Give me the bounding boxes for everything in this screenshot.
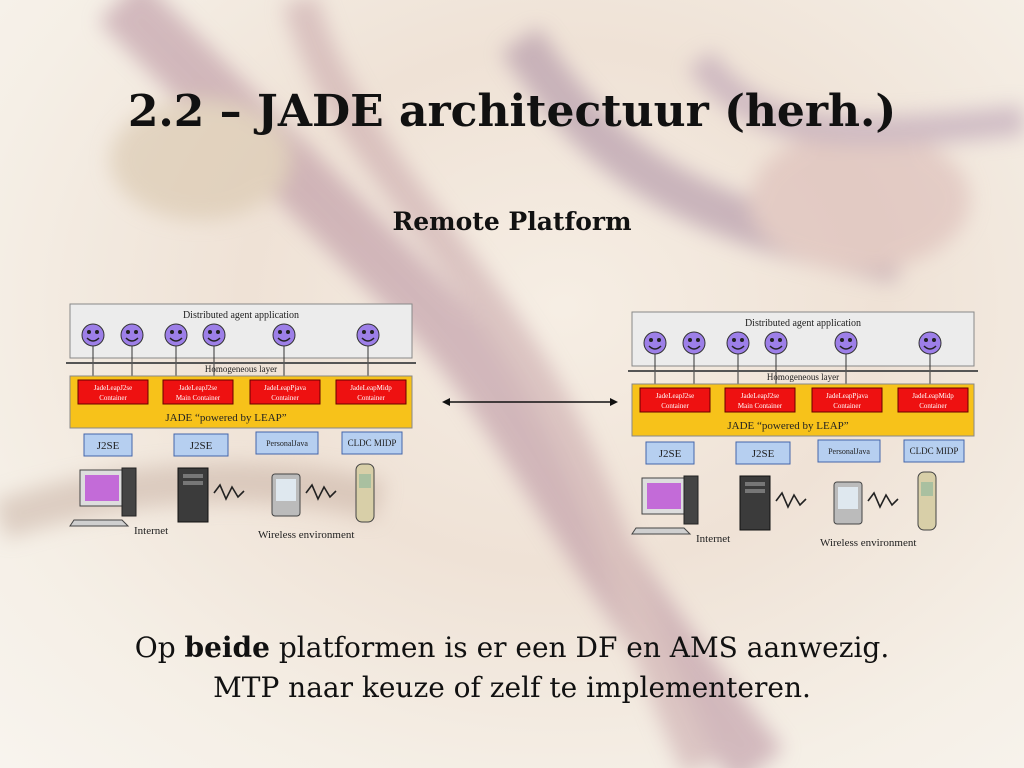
container-box (249, 379, 321, 405)
runtime-box (341, 431, 403, 455)
runtime-box (817, 439, 881, 463)
agent-smiley-icon (164, 323, 188, 376)
container-label-4b: Container (357, 394, 385, 402)
container-label-2a: JadeLeapJ2se (741, 392, 779, 400)
layer-label: Homogeneous layer (767, 372, 839, 382)
container-label-2b: Main Container (176, 394, 221, 402)
agent-smiley-icon (834, 331, 858, 384)
container-label-2a: JadeLeapJ2se (179, 384, 217, 392)
internet-label: Internet (134, 525, 168, 537)
caption-line-2: MTP naar keuze of zelf te implementeren. (213, 671, 811, 704)
jade-label: JADE “powered by LEAP” (165, 412, 286, 424)
desktop-computer-icon (69, 467, 137, 527)
caption-prefix: Op (134, 631, 185, 664)
app-label: Distributed agent application (183, 310, 299, 321)
runtime-label: PersonalJava (828, 447, 870, 456)
wireless-label: Wireless environment (258, 529, 354, 541)
container-label-1a: JadeLeapJ2se (94, 384, 132, 392)
agent-smiley-icon (643, 331, 667, 384)
container-label-1a: JadeLeapJ2se (656, 392, 694, 400)
wireless-link-icon (213, 483, 245, 501)
container-label-4a: JadeLeapMidp (912, 392, 954, 400)
container-box (897, 387, 969, 413)
container-box (77, 379, 149, 405)
runtime-box (83, 433, 133, 457)
container-label-4b: Container (919, 402, 947, 410)
container-label-2b: Main Container (738, 402, 783, 410)
runtime-label: J2SE (97, 440, 120, 452)
runtime-box (173, 433, 229, 457)
container-box (162, 379, 234, 405)
platform-diagram-right: Distributed agent application Homogeneou… (628, 311, 978, 549)
layer-label: Homogeneous layer (205, 364, 277, 374)
jade-label: JADE “powered by LEAP” (727, 420, 848, 432)
runtime-label: J2SE (752, 448, 775, 460)
wireless-link-icon (305, 483, 337, 501)
container-box (811, 387, 883, 413)
slide-subtitle: Remote Platform (392, 207, 632, 236)
platform-diagram-left: Distributed agent application Homogeneou… (66, 303, 416, 541)
container-label-3a: JadeLeapPjava (264, 384, 307, 392)
container-box (639, 387, 711, 413)
agent-smiley-icon (764, 331, 788, 384)
runtime-box (735, 441, 791, 465)
wireless-link-icon (775, 491, 807, 509)
agent-smiley-icon (682, 331, 706, 384)
agent-smiley-icon (120, 323, 144, 376)
runtime-label: CLDC MIDP (910, 446, 959, 456)
agent-smiley-icon (81, 323, 105, 376)
container-label-3a: JadeLeapPjava (826, 392, 869, 400)
slide-title: 2.2 – JADE architectuur (herh.) (127, 86, 897, 137)
server-tower-icon (739, 475, 771, 531)
runtime-box (255, 431, 319, 455)
container-label-4a: JadeLeapMidp (350, 384, 392, 392)
wireless-label: Wireless environment (820, 537, 916, 549)
pda-icon (271, 473, 301, 517)
agent-smiley-icon (272, 323, 296, 376)
runtime-label: J2SE (190, 440, 213, 452)
agent-smiley-icon (726, 331, 750, 384)
agent-smiley-icon (356, 323, 380, 376)
connection-arrow (442, 398, 618, 406)
app-label: Distributed agent application (745, 318, 861, 329)
container-box (335, 379, 407, 405)
caption-emphasis: beide (184, 631, 270, 664)
desktop-computer-icon (631, 475, 699, 535)
runtime-box (903, 439, 965, 463)
caption-suffix: platformen is er een DF en AMS aanwezig. (269, 631, 890, 664)
runtime-label: J2SE (659, 448, 682, 460)
runtime-label: CLDC MIDP (348, 438, 397, 448)
container-label-3b: Container (833, 402, 861, 410)
container-label-1b: Container (99, 394, 127, 402)
container-box (724, 387, 796, 413)
runtime-box (645, 441, 695, 465)
internet-label: Internet (696, 533, 730, 545)
container-label-1b: Container (661, 402, 689, 410)
pda-icon (833, 481, 863, 525)
wireless-link-icon (867, 491, 899, 509)
mobile-phone-icon (917, 471, 937, 531)
mobile-phone-icon (355, 463, 375, 523)
agent-smiley-icon (918, 331, 942, 384)
runtime-label: PersonalJava (266, 439, 308, 448)
server-tower-icon (177, 467, 209, 523)
container-label-3b: Container (271, 394, 299, 402)
caption-line-1: Op beide platformen is er een DF en AMS … (0, 628, 1024, 668)
agent-smiley-icon (202, 323, 226, 376)
slide-caption: Op beide platformen is er een DF en AMS … (0, 628, 1024, 708)
